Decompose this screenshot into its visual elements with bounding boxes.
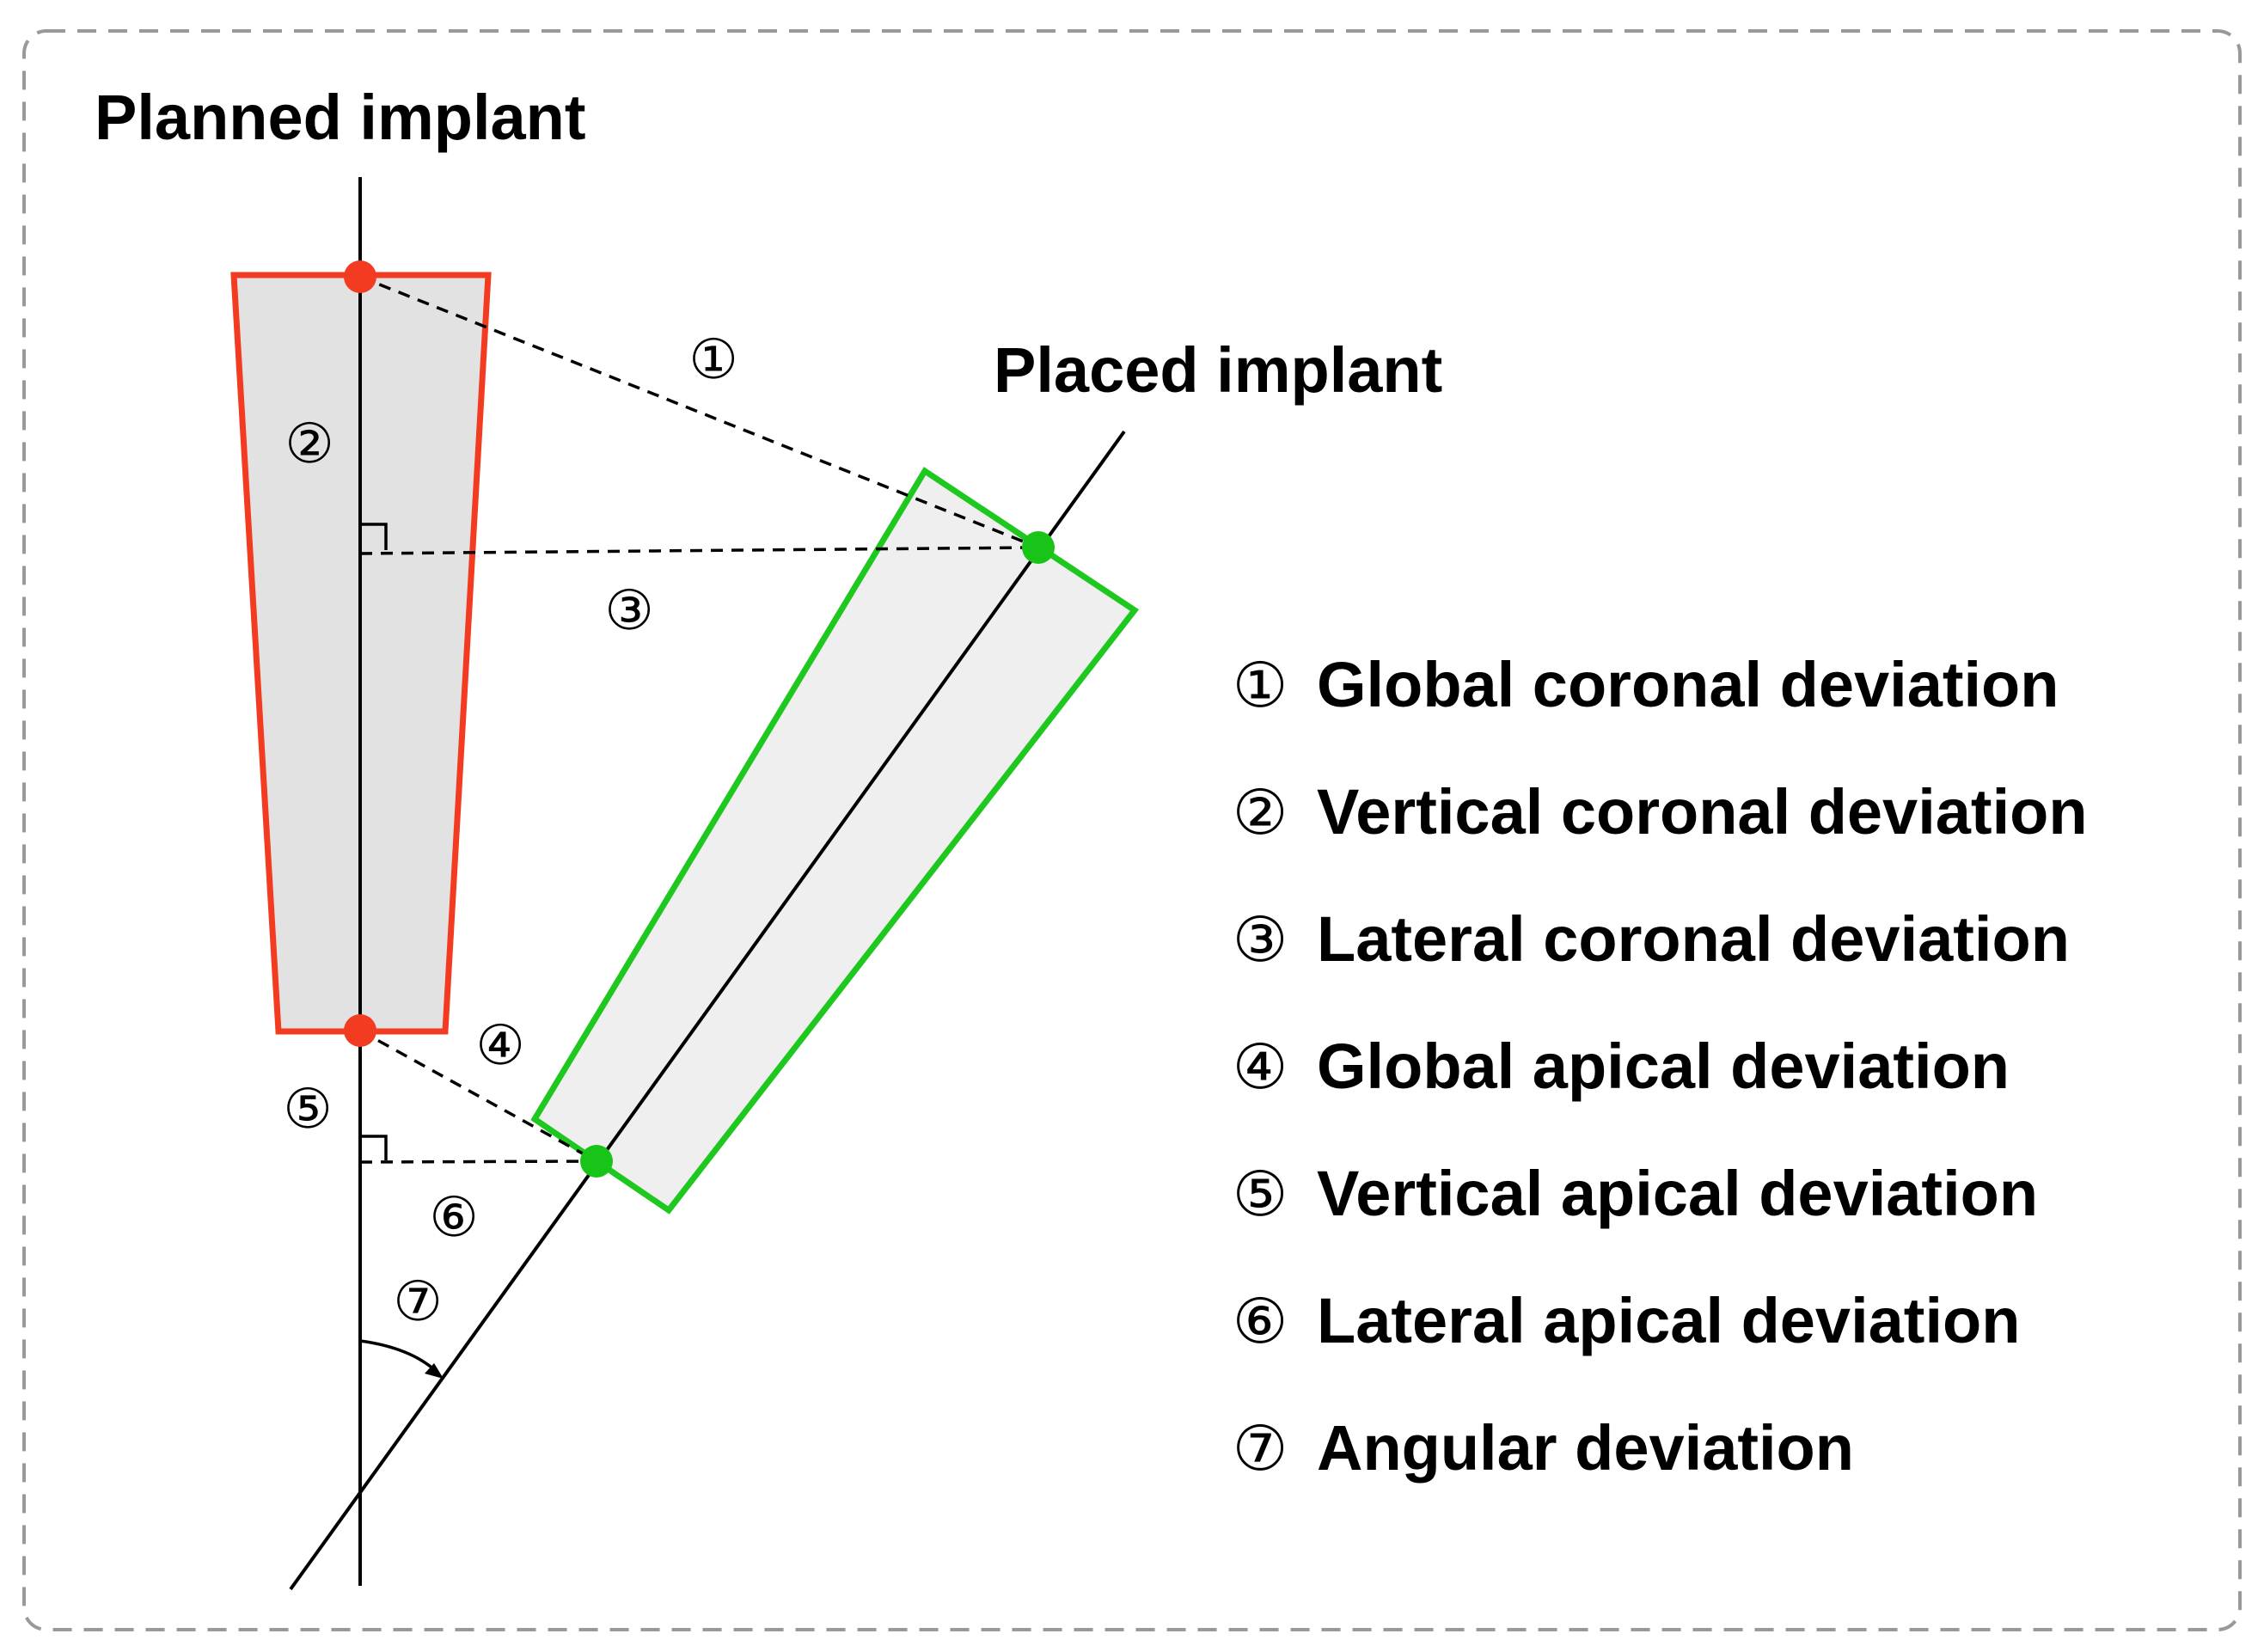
right-angle-mark-coronal [360, 523, 388, 550]
legend-marker: ① [1233, 649, 1288, 721]
global-apical-dashed-line [359, 1029, 597, 1163]
lateral-apical-dashed-line [359, 1159, 597, 1164]
marker-2: ② [285, 413, 333, 476]
legend-marker: ⑦ [1233, 1412, 1288, 1484]
legend-text: Lateral coronal deviation [1317, 903, 2070, 975]
marker-1: ① [688, 328, 737, 392]
legend-text: Angular deviation [1317, 1412, 1854, 1484]
legend-item: ③ Lateral coronal deviation [1233, 903, 2070, 976]
legend-item: ② Vertical coronal deviation [1233, 776, 2088, 848]
marker-3: ③ [604, 579, 653, 643]
legend-item: ④ Global apical deviation [1233, 1031, 2010, 1103]
legend-marker: ⑥ [1233, 1285, 1288, 1357]
planned-apical-point [344, 1014, 376, 1047]
global-coronal-dashed-line [359, 275, 1039, 549]
marker-5: ⑤ [283, 1078, 332, 1141]
legend-item: ⑥ Lateral apical deviation [1233, 1285, 2021, 1357]
legend-text: Global coronal deviation [1317, 649, 2059, 720]
legend-text: Lateral apical deviation [1317, 1285, 2020, 1356]
right-angle-mark-apical [360, 1135, 388, 1160]
placed-implant-title: Placed implant [994, 334, 1442, 406]
legend-item: ① Global coronal deviation [1233, 649, 2059, 721]
legend-text: Vertical coronal deviation [1317, 776, 2088, 847]
placed-coronal-point [1022, 531, 1055, 564]
marker-6: ⑥ [429, 1186, 478, 1250]
legend-item: ⑦ Angular deviation [1233, 1412, 1854, 1484]
angular-deviation-arrowhead [425, 1363, 444, 1379]
legend: ① Global coronal deviation ② Vertical co… [1233, 649, 2088, 1484]
planned-coronal-point [344, 260, 376, 293]
marker-4: ④ [475, 1014, 524, 1078]
legend-marker: ④ [1233, 1031, 1288, 1103]
placed-apical-point [580, 1145, 613, 1178]
legend-item: ⑤ Vertical apical deviation [1233, 1158, 2038, 1230]
legend-marker: ② [1233, 776, 1288, 848]
placed-implant-axis [289, 430, 1126, 1591]
lateral-coronal-dashed-line [359, 546, 1039, 555]
legend-text: Global apical deviation [1317, 1031, 2010, 1102]
legend-text: Vertical apical deviation [1317, 1158, 2038, 1229]
angular-deviation-arc [359, 1339, 438, 1374]
planned-implant-title: Planned implant [95, 82, 586, 153]
dashed-frame [22, 29, 2242, 1631]
legend-marker: ③ [1233, 903, 1288, 976]
marker-7: ⑦ [393, 1270, 442, 1334]
placed-implant-body [530, 467, 1140, 1215]
legend-marker: ⑤ [1233, 1158, 1288, 1230]
